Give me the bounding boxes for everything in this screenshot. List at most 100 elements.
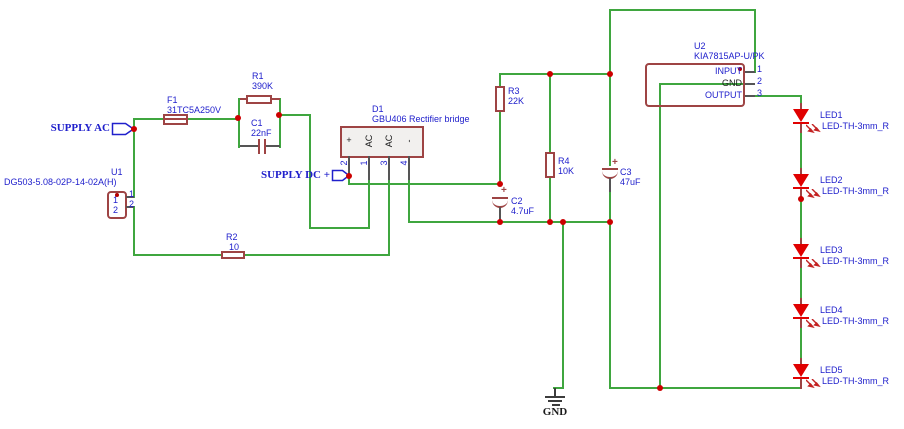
u1-ref: U1 [111, 167, 123, 177]
led2-lead [800, 168, 802, 174]
led-led2-body[interactable] [793, 174, 809, 187]
led1-ref: LED1 [820, 110, 843, 120]
d1-pin-number: 3 [379, 160, 389, 166]
wire[interactable] [309, 114, 311, 229]
wire[interactable] [553, 387, 564, 389]
capacitor-c2-body[interactable] [492, 197, 508, 199]
f1-value: 31TC5A250V [167, 105, 222, 115]
r4-ref: R4 [558, 156, 570, 166]
wire[interactable] [609, 75, 611, 166]
wire[interactable] [800, 133, 802, 168]
junction-dot [657, 385, 663, 391]
junction-dot [607, 219, 613, 225]
wire[interactable] [279, 114, 311, 116]
wire[interactable] [279, 98, 281, 148]
wire[interactable] [549, 75, 551, 152]
wire[interactable] [499, 73, 612, 75]
wire[interactable] [348, 176, 350, 185]
u2-pin [745, 83, 755, 85]
capacitor-c1-body[interactable] [264, 139, 266, 154]
led3-lead [800, 238, 802, 244]
u1-pin [126, 206, 134, 208]
led2-lead [800, 189, 802, 198]
supply-ac-port[interactable] [111, 122, 135, 136]
wire[interactable] [755, 95, 802, 97]
d1-pin-name-ac2: AC [384, 134, 394, 148]
capacitor-c1-body[interactable] [258, 139, 260, 154]
c3-polarity: + [612, 157, 618, 168]
led-emission-arrows-icon [806, 259, 821, 269]
capacitor-c3-body[interactable] [602, 168, 618, 170]
junction-dot [276, 112, 282, 118]
junction-dot [346, 173, 352, 179]
wire[interactable] [368, 179, 370, 229]
wire[interactable] [549, 178, 551, 223]
wire[interactable] [609, 9, 611, 75]
wire[interactable] [187, 118, 239, 120]
led-emission-arrows-icon [806, 319, 821, 329]
resistor-r4-body[interactable] [545, 152, 555, 178]
r2-value: 10 [229, 242, 240, 252]
junction-dot [497, 219, 503, 225]
u2-pin [745, 71, 755, 73]
c1-ref: C1 [251, 118, 263, 128]
u2-pin-name-input: INPUT [715, 66, 742, 76]
wire[interactable] [309, 227, 370, 229]
resistor-r1-body[interactable] [246, 95, 272, 104]
port-label-supply-dc: SUPPLY DC + [260, 169, 330, 181]
led3-ref: LED3 [820, 245, 843, 255]
wire[interactable] [800, 198, 802, 238]
wire[interactable] [609, 190, 611, 223]
wire[interactable] [499, 112, 501, 186]
wire[interactable] [499, 73, 501, 86]
led1-lead [800, 124, 802, 133]
wire[interactable] [409, 221, 611, 223]
resistor-r2-body[interactable] [221, 251, 245, 259]
led-emission-arrows-icon [806, 124, 821, 134]
wire[interactable] [133, 118, 163, 120]
d1-pin [368, 156, 370, 180]
c3-lead [609, 178, 611, 192]
wire[interactable] [133, 206, 135, 256]
led4-lead [800, 319, 802, 328]
led-led1-body[interactable] [793, 109, 809, 122]
wire[interactable] [408, 179, 410, 223]
wire[interactable] [609, 221, 611, 389]
supply-dc-port[interactable] [331, 169, 351, 182]
led-led4-body[interactable] [793, 304, 809, 317]
wire[interactable] [609, 9, 756, 11]
wire[interactable] [609, 387, 802, 389]
led-led5-body[interactable] [793, 364, 809, 377]
led-led3-body[interactable] [793, 244, 809, 257]
connector-u1-body[interactable] [107, 191, 127, 219]
r1-lead [272, 98, 280, 100]
d1-pin [388, 156, 390, 180]
led5-ref: LED5 [820, 365, 843, 375]
u2-pin1-marker [738, 67, 742, 71]
led5-lead [800, 358, 802, 364]
wire[interactable] [659, 83, 661, 389]
junction-dot [547, 71, 553, 77]
led4-lead [800, 298, 802, 304]
wire[interactable] [238, 98, 240, 148]
d1-pin-name-plus: + [346, 135, 352, 145]
d1-pin-number: 4 [399, 160, 409, 166]
wire[interactable] [388, 179, 390, 256]
r1-ref: R1 [252, 71, 264, 81]
resistor-r3-body[interactable] [495, 86, 505, 112]
wire[interactable] [800, 268, 802, 298]
wire[interactable] [659, 83, 745, 85]
port-label-supply-ac: SUPPLY AC [50, 122, 110, 134]
regulator-u2-body[interactable] [645, 63, 745, 107]
wire[interactable] [245, 254, 390, 256]
wire[interactable] [562, 221, 564, 389]
bridge-d1-body[interactable] [340, 126, 424, 158]
wire[interactable] [348, 183, 501, 185]
wire[interactable] [754, 9, 756, 73]
u1-pin1-marker [115, 193, 119, 197]
wire[interactable] [800, 95, 802, 103]
wire[interactable] [133, 118, 135, 198]
wire[interactable] [133, 254, 221, 256]
wire[interactable] [800, 328, 802, 358]
